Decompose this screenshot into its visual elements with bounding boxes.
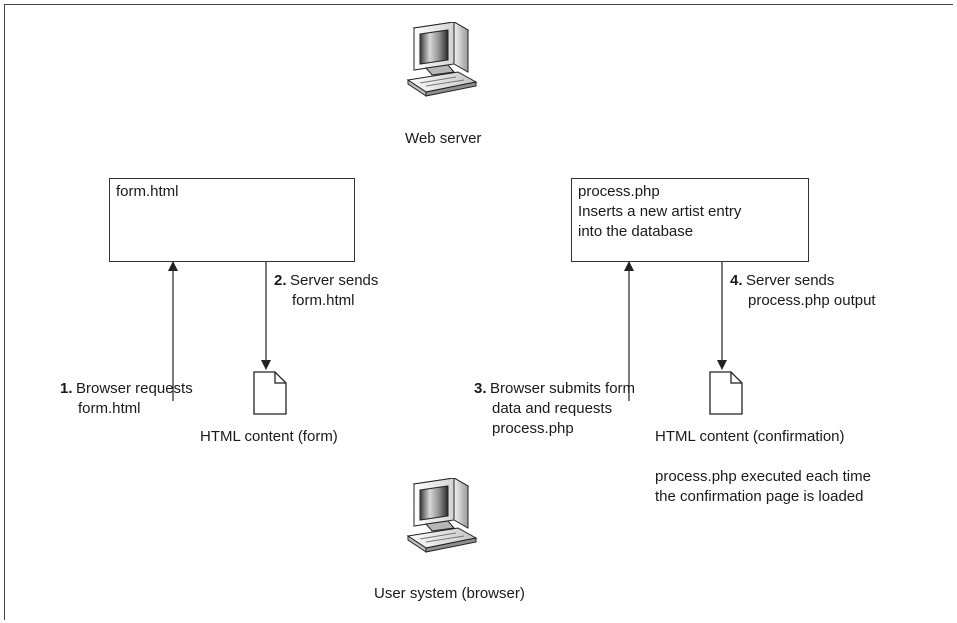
confirmation-document-icon: [709, 371, 743, 415]
process-php-desc-line2: into the database: [578, 223, 694, 240]
step2-number: 2.: [274, 272, 287, 289]
process-php-title: process.php: [578, 183, 660, 200]
form-document-icon: [253, 371, 287, 415]
user-computer-icon: [407, 478, 477, 553]
step1-line2: form.html: [78, 400, 141, 417]
execution-note-line2: the confirmation page is loaded: [655, 488, 864, 505]
step3-label: 3.Browser submits form data and requests…: [474, 379, 635, 439]
step2-label: 2.Server sends form.html: [274, 271, 378, 311]
step4-line1: Server sends: [746, 272, 835, 289]
user-system-label: User system (browser): [374, 585, 525, 602]
step2-line2: form.html: [292, 292, 355, 309]
execution-note-line1: process.php executed each time: [655, 468, 871, 485]
step2-line1: Server sends: [290, 272, 379, 289]
confirmation-document-label: HTML content (confirmation): [655, 428, 845, 445]
step4-line2: process.php output: [748, 292, 876, 309]
process-php-box: process.php Inserts a new artist entry i…: [571, 178, 809, 262]
step3-line3: process.php: [492, 420, 574, 437]
step1-line1: Browser requests: [76, 380, 193, 397]
web-server-computer-icon: [407, 22, 477, 97]
diagram-frame: [4, 4, 953, 620]
step3-number: 3.: [474, 380, 487, 397]
form-html-box: form.html: [109, 178, 355, 262]
web-server-label: Web server: [405, 130, 482, 147]
step1-number: 1.: [60, 380, 73, 397]
form-html-title: form.html: [116, 183, 179, 200]
step1-label: 1.Browser requests form.html: [60, 379, 193, 419]
step3-line1: Browser submits form: [490, 380, 636, 397]
form-document-label: HTML content (form): [200, 428, 338, 445]
step4-label: 4.Server sends process.php output: [730, 271, 876, 311]
step3-line2: data and requests: [492, 400, 613, 417]
execution-note: process.php executed each time the confi…: [655, 467, 871, 507]
process-php-desc-line1: Inserts a new artist entry: [578, 203, 742, 220]
step4-number: 4.: [730, 272, 743, 289]
